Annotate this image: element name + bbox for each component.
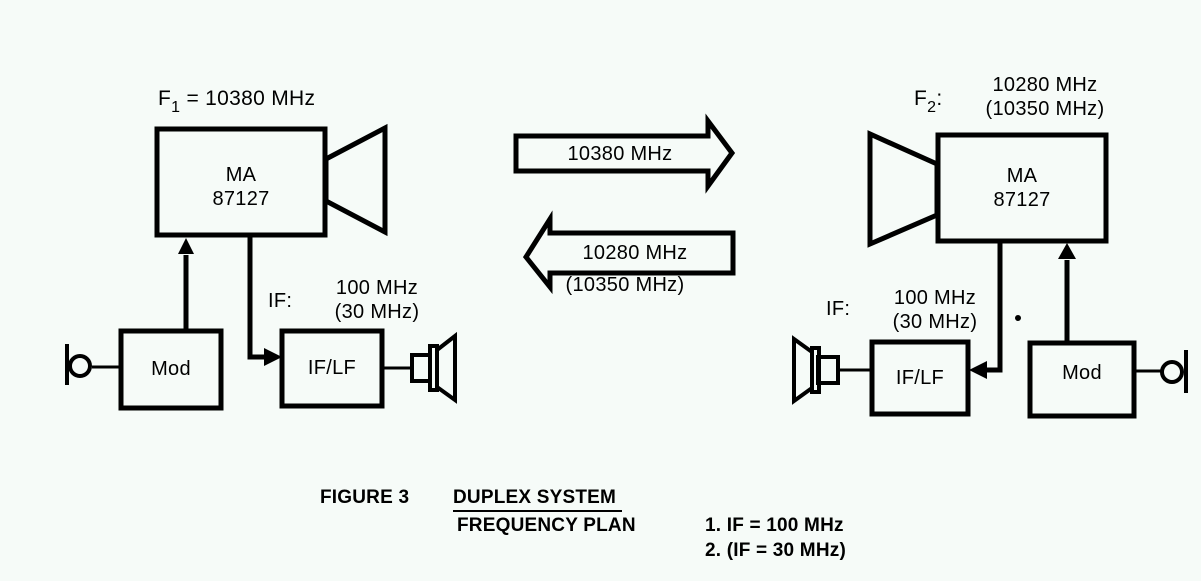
reverse-link-alt-label: (10350 MHz) bbox=[565, 274, 685, 296]
right-freq-value-2: (10350 MHz) bbox=[985, 98, 1105, 120]
left-frequency-label: F1 = 10380 MHz bbox=[158, 87, 316, 116]
left-if-value: 100 MHz (30 MHz) bbox=[322, 276, 432, 324]
right-iflf-box bbox=[869, 339, 971, 417]
right-rx-to-iflf-line bbox=[985, 241, 1003, 373]
right-freq-letter: F bbox=[914, 87, 928, 110]
left-if-label: IF: bbox=[268, 290, 293, 312]
caption-figure-number: FIGURE 3 bbox=[320, 487, 410, 508]
left-if-value-2: (30 MHz) bbox=[334, 301, 420, 323]
right-transceiver-label: MA 87127 bbox=[938, 164, 1106, 212]
caption-title-line1: DUPLEX SYSTEM bbox=[453, 487, 623, 512]
left-transceiver-line1: MA bbox=[225, 164, 257, 186]
left-iflf-label: IF/LF bbox=[307, 357, 357, 379]
reverse-link-arrow bbox=[522, 210, 736, 295]
right-frequency-label: F2: bbox=[914, 87, 943, 116]
caption-title-line2: FREQUENCY PLAN bbox=[457, 515, 636, 536]
left-freq-letter: F bbox=[158, 87, 172, 110]
left-speaker-icon bbox=[410, 331, 457, 404]
right-freq-values: 10280 MHz (10350 MHz) bbox=[970, 73, 1120, 121]
right-if-value: 100 MHz (30 MHz) bbox=[880, 286, 990, 334]
right-horn-antenna-icon bbox=[867, 130, 940, 248]
right-freq-subscript: 2 bbox=[927, 99, 937, 116]
left-iflf-arrowhead-icon bbox=[264, 348, 282, 366]
stray-dot bbox=[1015, 315, 1021, 321]
right-mod-arrowhead-icon bbox=[1058, 243, 1076, 259]
right-mod-box bbox=[1027, 340, 1137, 419]
left-mod-label: Mod bbox=[151, 358, 191, 380]
right-microphone-icon bbox=[1160, 360, 1184, 384]
left-if-value-1: 100 MHz bbox=[335, 277, 419, 299]
reverse-link-label: 10280 MHz bbox=[582, 242, 688, 264]
left-freq-subscript: 1 bbox=[171, 99, 181, 116]
left-horn-antenna-icon bbox=[323, 123, 388, 237]
right-freq-colon: : bbox=[936, 87, 943, 110]
right-iflf-arrowhead-icon bbox=[969, 361, 987, 379]
left-rx-to-iflf-line bbox=[247, 235, 268, 360]
forward-link-label: 10380 MHz bbox=[567, 143, 673, 165]
right-if-value-2: (30 MHz) bbox=[892, 311, 978, 333]
right-if-label: IF: bbox=[826, 298, 851, 320]
forward-link-arrow bbox=[513, 113, 736, 194]
right-freq-value-1: 10280 MHz bbox=[992, 74, 1098, 96]
caption-note-2: 2. (IF = 30 MHz) bbox=[705, 540, 846, 561]
caption-note-1: 1. IF = 100 MHz bbox=[705, 515, 844, 536]
caption-title-line1-text: DUPLEX SYSTEM bbox=[453, 487, 623, 512]
left-mod-box bbox=[118, 328, 224, 411]
left-transceiver-label: MA 87127 bbox=[157, 163, 325, 211]
right-transceiver-line1: MA bbox=[1006, 165, 1038, 187]
left-freq-value: = 10380 MHz bbox=[186, 87, 316, 110]
right-mod-label: Mod bbox=[1062, 362, 1102, 384]
left-microphone-icon bbox=[68, 354, 92, 378]
right-if-value-1: 100 MHz bbox=[893, 287, 977, 309]
left-transceiver-line2: 87127 bbox=[212, 188, 270, 210]
right-speaker-icon bbox=[792, 335, 840, 405]
left-mod-arrowhead-icon bbox=[178, 238, 194, 254]
right-iflf-label: IF/LF bbox=[895, 367, 945, 389]
right-transceiver-line2: 87127 bbox=[993, 189, 1051, 211]
